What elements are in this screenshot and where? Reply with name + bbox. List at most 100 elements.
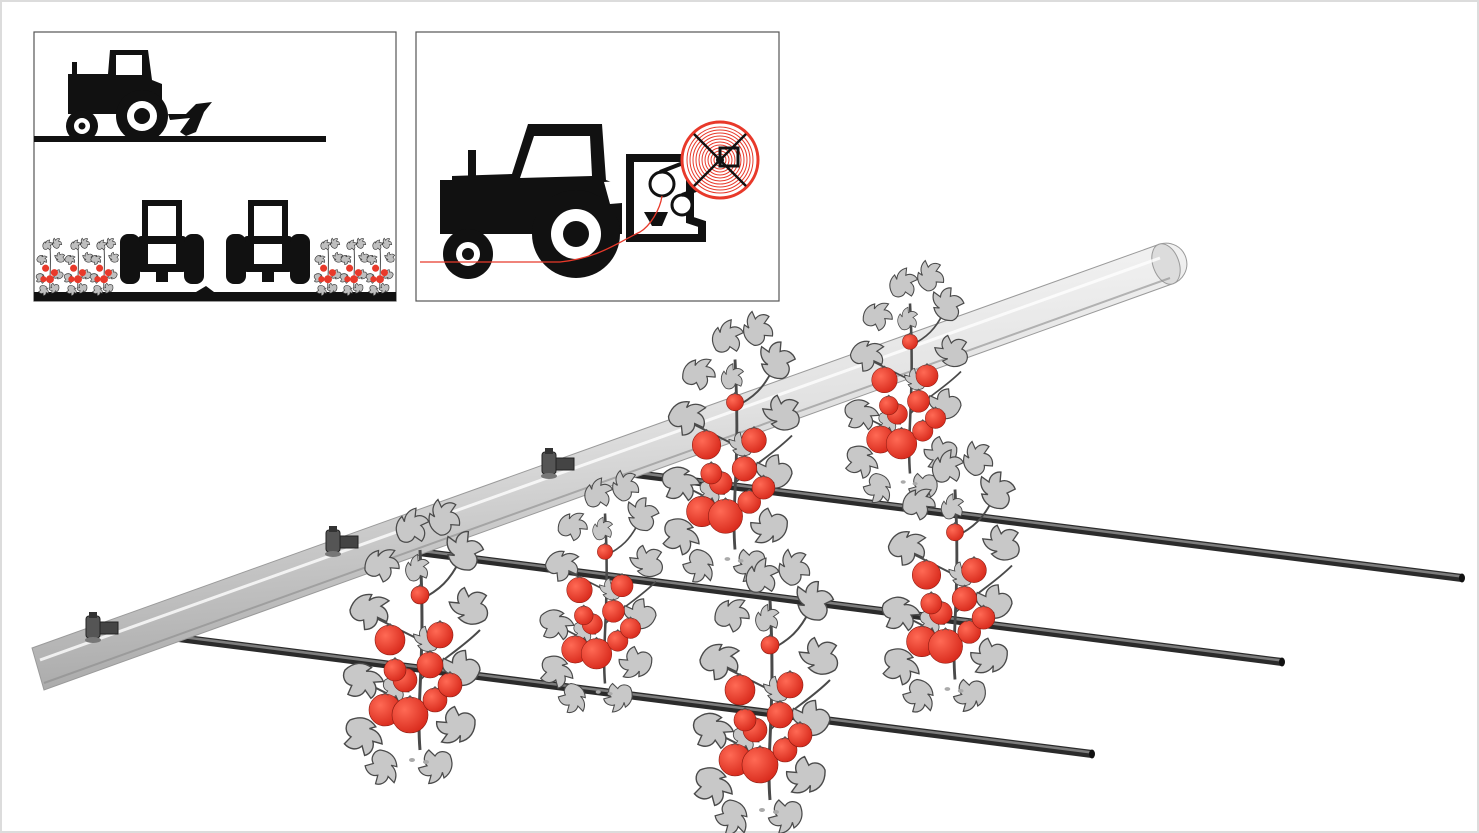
connector-fitting: [85, 612, 119, 643]
tomato: [708, 498, 743, 534]
leaf: [599, 677, 638, 718]
tractor-icon: [440, 124, 634, 279]
tomato: [760, 635, 780, 655]
leaf: [753, 602, 782, 634]
tomato: [580, 638, 613, 670]
tomato: [751, 476, 776, 500]
tomato-calyx: [796, 721, 804, 725]
tomato: [391, 696, 429, 734]
leaf: [841, 396, 882, 433]
tomato-calyx: [786, 670, 794, 674]
leaf: [707, 315, 748, 359]
tomato-calyx: [593, 636, 600, 641]
lateral-end: [1279, 657, 1285, 667]
ground-line: [34, 136, 326, 142]
lateral-end: [1089, 749, 1095, 759]
leaf: [719, 361, 746, 392]
tomato: [787, 722, 813, 748]
tomato-calyx: [756, 745, 764, 749]
tomato: [416, 651, 444, 679]
tomato-calyx: [927, 591, 936, 595]
small-tomato-plant: [62, 236, 95, 298]
connector-fitting: [325, 526, 359, 557]
tomato-calyx: [876, 424, 884, 428]
leaf: [885, 263, 922, 303]
lateral-end: [1459, 573, 1465, 583]
leaf: [689, 709, 737, 752]
tomato: [946, 523, 964, 542]
tomato-calyx: [391, 657, 399, 661]
tomato: [691, 430, 722, 460]
tomato-plants: [336, 257, 1026, 833]
tomato-calyx: [431, 686, 439, 690]
tomato-plant: [534, 467, 669, 720]
tomato-calyx: [922, 558, 931, 563]
reel-unit: [626, 120, 760, 242]
tomato-plant: [336, 495, 495, 793]
leaf: [413, 743, 459, 791]
tomato-calyx: [881, 365, 888, 369]
tomato: [925, 407, 946, 429]
tomato: [741, 746, 779, 784]
tomato: [871, 366, 898, 394]
tomato-calyx: [919, 419, 927, 423]
tomato: [733, 708, 757, 732]
leaf: [676, 350, 723, 396]
tomato-calyx: [446, 671, 454, 675]
tomato-plant: [686, 545, 845, 833]
tomato-calyx: [416, 584, 424, 588]
lateral-line: [99, 624, 1093, 758]
leaf: [536, 606, 577, 643]
tomato: [724, 674, 756, 706]
tomato: [879, 395, 899, 416]
leaf: [959, 438, 995, 478]
tomato: [911, 560, 942, 590]
tomato: [602, 599, 625, 623]
tomato-calyx: [740, 454, 749, 459]
tomato-calyx: [736, 673, 744, 677]
leaf: [793, 632, 845, 680]
tomato: [776, 671, 804, 699]
tomato-calyx: [932, 406, 939, 410]
tomato: [610, 574, 634, 598]
tomato: [741, 427, 767, 453]
small-tomato-plants: [34, 236, 121, 298]
tomato: [700, 462, 722, 485]
tomato-calyx: [436, 620, 444, 624]
tomato-calyx: [721, 497, 730, 502]
tomato: [566, 576, 593, 604]
tomato: [737, 490, 761, 514]
tomato-calyx: [906, 332, 914, 336]
tomato-calyx: [741, 707, 749, 711]
tomato: [620, 617, 641, 639]
tomato-calyx: [745, 488, 754, 493]
drip-tape-line: [420, 195, 663, 263]
furrow-ground: [34, 286, 396, 301]
tomato-calyx: [386, 623, 394, 627]
small-tomato-plant: [312, 236, 345, 298]
lateral-line-highlight: [99, 625, 1093, 754]
tomato: [951, 586, 978, 612]
tomato-calyx: [885, 394, 893, 398]
main-scene: [31, 242, 1465, 833]
tomato-calyx: [731, 742, 739, 746]
leaf: [977, 520, 1026, 566]
tomato-calyx: [979, 604, 988, 609]
tomato-calyx: [702, 428, 711, 433]
tomato-calyx: [766, 634, 774, 638]
leaf: [878, 593, 924, 634]
leaf: [857, 295, 899, 336]
tomato: [885, 428, 918, 460]
leaf: [590, 515, 615, 543]
tomato: [971, 606, 996, 630]
small-tomato-plant: [364, 236, 397, 298]
tomato-calyx: [576, 575, 583, 579]
tomato: [426, 621, 454, 649]
tomato-calyx: [776, 700, 784, 704]
tomato-calyx: [381, 692, 389, 696]
tomato-plant: [875, 438, 1026, 720]
tomato: [928, 628, 963, 664]
tomato: [961, 557, 987, 583]
tomato-calyx: [618, 573, 626, 577]
